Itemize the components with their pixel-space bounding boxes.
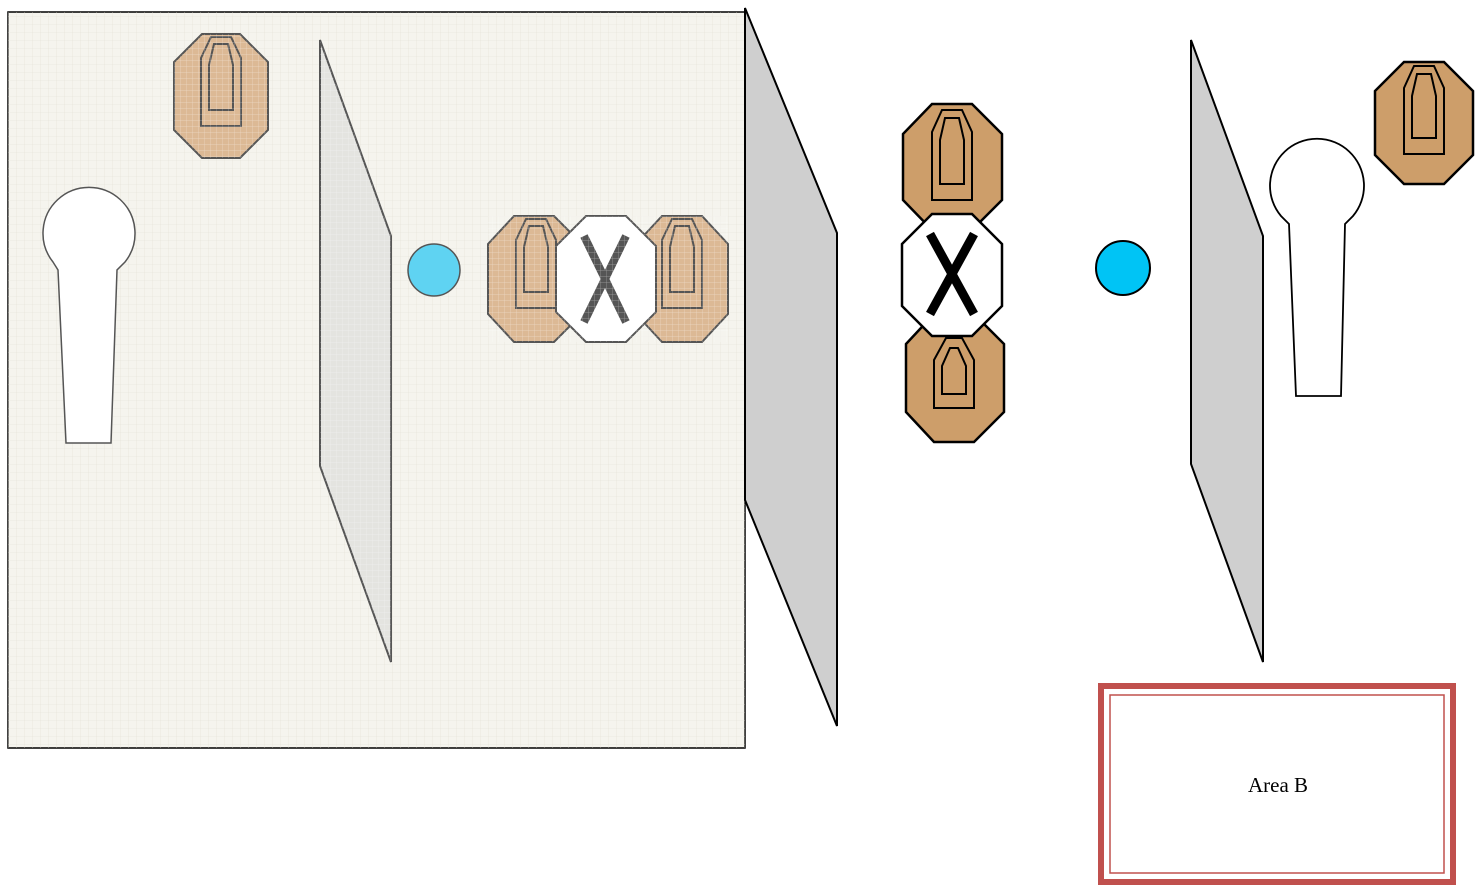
- wall-panel-icon: [744, 7, 838, 727]
- popper-target-icon: [42, 186, 136, 444]
- target-icon: [1373, 60, 1475, 186]
- no-shoot-x-icon: [900, 212, 1004, 338]
- popper-target-icon: [1269, 137, 1365, 397]
- target-cluster: [900, 102, 1006, 444]
- shooting-position-icon: [407, 243, 461, 297]
- area-b-box: [1098, 683, 1456, 885]
- target-icon: [901, 102, 1004, 232]
- area-b-label: Area B: [1247, 773, 1309, 797]
- target-cluster: [487, 215, 729, 343]
- area-a-region: [7, 11, 746, 749]
- wall-panel-icon: [319, 39, 392, 663]
- shooting-position-icon: [1095, 240, 1151, 296]
- wall-panel-icon: [1190, 39, 1264, 663]
- target-icon: [173, 33, 269, 159]
